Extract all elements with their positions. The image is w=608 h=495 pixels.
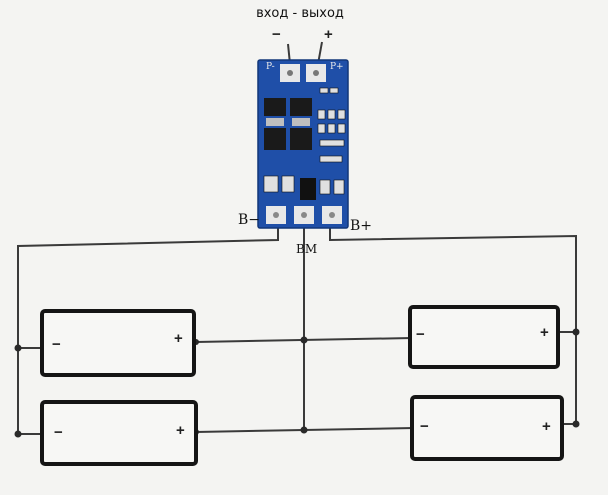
cell-bl-minus: −: [54, 424, 63, 441]
label-bm: BM: [296, 242, 318, 256]
junction-left-top: [14, 344, 22, 352]
junction-right-top: [572, 328, 580, 336]
mosfets: [264, 98, 312, 150]
bms-board: [257, 59, 349, 229]
cell-top-left: [40, 309, 196, 377]
cell-bottom-right: [410, 395, 564, 461]
junction-right-bottom: [572, 420, 580, 428]
b-minus-wire: [17, 226, 279, 434]
cell-tl-plus: +: [174, 330, 183, 347]
cell-tl-minus: −: [52, 336, 61, 353]
junction-left-bottom: [14, 430, 22, 438]
label-b-plus: B+: [350, 218, 373, 234]
cell-br-plus: +: [542, 418, 551, 435]
cell-bottom-left: [40, 400, 198, 466]
junction-mid-bottom: [300, 426, 308, 434]
silk-p-minus: P-: [266, 62, 275, 72]
silk-p-plus: P+: [330, 62, 344, 72]
label-b-minus: B−: [238, 212, 261, 228]
smd-parts: [263, 87, 346, 195]
diagram-title: вход - выход: [256, 6, 344, 21]
cell-tr-plus: +: [540, 324, 549, 341]
cell-top-right: [408, 305, 560, 369]
battery-cells: [40, 305, 564, 466]
mosfet-tabs: [266, 118, 310, 126]
cell-br-minus: −: [420, 418, 429, 435]
cell-tr-minus: −: [416, 326, 425, 343]
cell-bl-plus: +: [176, 422, 185, 439]
input-minus-sign: −: [272, 26, 281, 43]
control-ic: [300, 178, 316, 200]
junction-mid-top: [300, 336, 308, 344]
input-plus-sign: +: [324, 26, 333, 43]
